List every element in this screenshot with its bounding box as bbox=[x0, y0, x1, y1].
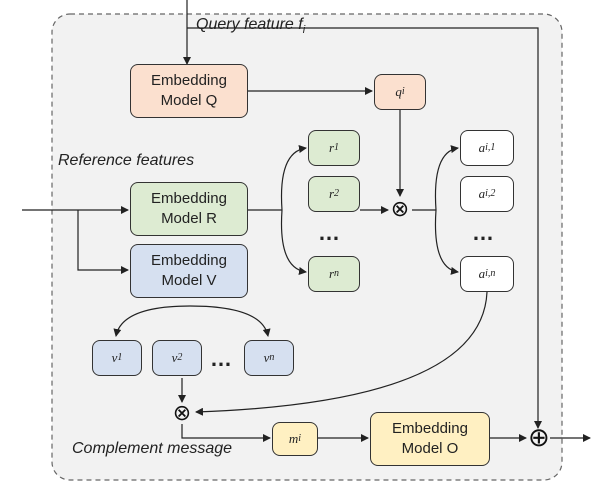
value-ellipsis: … bbox=[210, 346, 234, 371]
arrow-a-fan-bottom bbox=[434, 209, 459, 275]
query-feature-label: Query feature fi bbox=[196, 16, 306, 37]
multiply-operator-2: ⊗ bbox=[172, 400, 192, 425]
attention-ellipsis: … bbox=[472, 220, 496, 245]
multiply-operator-1: ⊗ bbox=[390, 196, 410, 221]
ref-ellipsis: … bbox=[318, 220, 342, 245]
arrow-v-fan-right bbox=[189, 305, 271, 337]
arrow-a-to-mult bbox=[195, 291, 488, 416]
module-boundary bbox=[51, 13, 563, 481]
arrow-mult-to-mi bbox=[181, 424, 271, 442]
arrow-v-fan-left bbox=[113, 305, 191, 337]
add-operator: ⊕ bbox=[528, 422, 550, 452]
arrow-a-fan-top bbox=[434, 145, 459, 211]
arrow-query-skip bbox=[187, 27, 542, 429]
arrow-r-fan-top bbox=[280, 145, 307, 211]
reference-features-label: Reference features bbox=[58, 152, 195, 169]
complement-message-label: Complement message bbox=[72, 440, 233, 457]
arrow-r-fan-bottom bbox=[280, 209, 307, 275]
arrow-ref-to-v bbox=[77, 210, 129, 274]
